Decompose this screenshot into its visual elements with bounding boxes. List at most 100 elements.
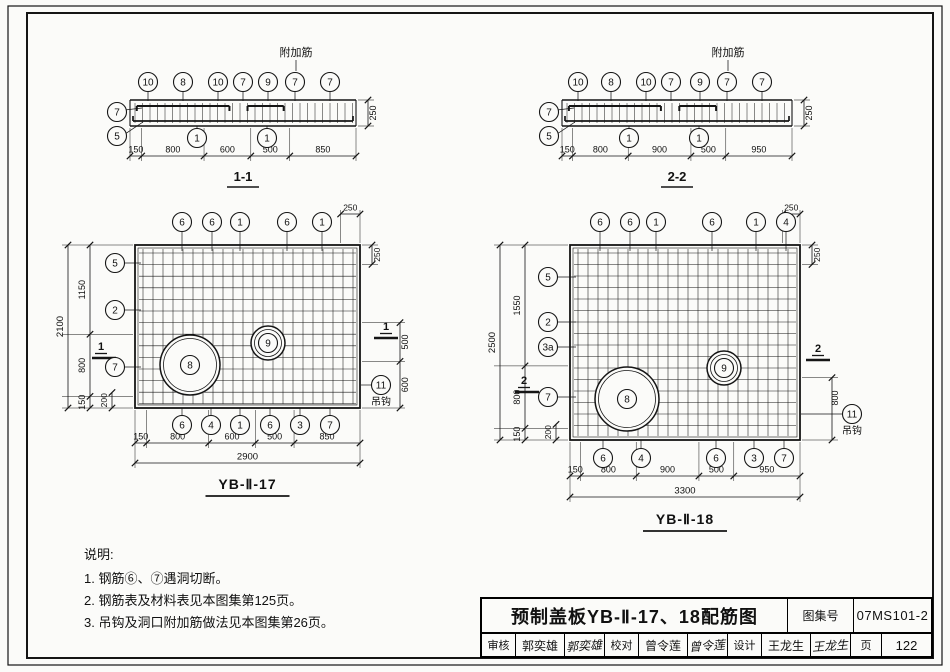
dim-label: 7 [668, 78, 674, 89]
dim-label: 150 [512, 427, 522, 442]
section-title: 1-1 [234, 169, 253, 184]
dim-label: 500 [263, 145, 278, 155]
rebar-callout [171, 211, 193, 233]
rebar-callout [745, 211, 767, 233]
rebar-callout [567, 71, 589, 93]
rebar-callout [106, 125, 128, 147]
dim-label: 7 [724, 78, 730, 89]
dim-label: 8 [608, 78, 614, 89]
dim-label: 800 [512, 390, 522, 405]
dim-label: 6 [709, 218, 715, 229]
hook-callout [370, 374, 392, 396]
dim-label: 7 [327, 78, 333, 89]
dim-label: 150 [128, 145, 143, 155]
rebar-callout [589, 211, 611, 233]
rebar-callout [716, 71, 738, 93]
rebar-callout [104, 299, 126, 321]
rebar-callout [104, 356, 126, 378]
dim-label: 1 [237, 218, 243, 229]
rebar-callout [538, 101, 560, 123]
dim-label: 11 [376, 381, 387, 392]
dim-label: 250 [804, 105, 814, 120]
rebar-callout [660, 71, 682, 93]
rebar-callout [701, 211, 723, 233]
designer-signature: 王龙生 [812, 637, 849, 654]
rebar-callout [257, 71, 279, 93]
rebar-callout [311, 211, 333, 233]
rebar-callout [171, 414, 193, 436]
dim-label: 7 [546, 108, 552, 119]
rebar-callout [284, 71, 306, 93]
rebar-callout [538, 125, 560, 147]
dim-label: 800 [165, 145, 180, 155]
dim-label: 6 [179, 218, 185, 229]
dim-label: 150 [133, 432, 148, 442]
dim-label: 1550 [512, 295, 522, 315]
rebar-callout [600, 71, 622, 93]
section-cut-label: 1 [98, 341, 104, 353]
dim-label: 5 [114, 132, 120, 143]
dim-label: 1 [264, 134, 270, 145]
dim-label: 7 [781, 454, 787, 465]
plan18-outline-inner [572, 247, 798, 438]
rebar-callout [645, 211, 667, 233]
dim-label: 10 [212, 78, 224, 89]
hook-label: 吊钩 [842, 425, 862, 437]
inner-border [26, 12, 934, 659]
dim-label: 6 [713, 454, 719, 465]
dim-label: 250 [784, 203, 798, 213]
dim-label: 8 [187, 361, 193, 372]
dim-label: 2500 [487, 332, 498, 353]
rebar-callout [256, 127, 278, 149]
opening-hole-inner [254, 329, 282, 357]
dim-label: 10 [142, 78, 154, 89]
note-item-2: 2. 钢筋表及材料表见本图集第125页。 [84, 593, 303, 608]
rebar-callout [773, 447, 795, 469]
hook-callout [841, 403, 863, 425]
note-item-1: 1. 钢筋⑥、⑦遇洞切断。 [84, 571, 229, 586]
dim-label: 6 [267, 421, 273, 432]
rebar-callout [630, 447, 652, 469]
dim-label: 6 [179, 421, 185, 432]
rebar-callout [137, 71, 159, 93]
sheet-frame [7, 5, 943, 666]
rebar-callout [751, 71, 773, 93]
rebar-callout [743, 447, 765, 469]
rebar-callout [537, 266, 559, 288]
dim-label: 1 [626, 134, 632, 145]
dim-label: 1 [696, 134, 702, 145]
dim-label: 3300 [674, 486, 695, 497]
dim-label: 7 [545, 393, 551, 404]
dim-label: 200 [99, 393, 109, 407]
plan18-outline [569, 244, 801, 441]
reviewer-name: 郭奕雄 [516, 634, 565, 656]
designer-name: 王龙生 [762, 634, 811, 656]
dim-label: 600 [220, 145, 235, 155]
notes-title: 说明: [84, 547, 114, 562]
rebar-callout [705, 447, 727, 469]
dim-label: 10 [572, 78, 584, 89]
dim-label: 250 [372, 247, 382, 261]
page-no: 122 [895, 637, 918, 653]
dim-label: 200 [543, 425, 553, 439]
opening-hole-inner [710, 354, 738, 382]
rebar-callout [106, 101, 128, 123]
rebar-callout [619, 211, 641, 233]
dim-label: 850 [315, 145, 330, 155]
rebar-callout [688, 127, 710, 149]
dim-label: 6 [597, 218, 603, 229]
plan17-outline-inner [137, 247, 358, 406]
rebar-callout [229, 414, 251, 436]
plan-title: YB-Ⅱ-18 [656, 511, 714, 527]
dim-label: 250 [368, 105, 378, 120]
dim-label: 4 [208, 421, 214, 432]
notes-block: 说明: 1. 钢筋⑥、⑦遇洞切断。 2. 钢筋表及材料表见本图集第125页。 3… [84, 544, 334, 634]
rebar-callout [618, 127, 640, 149]
dim-label: 2 [545, 318, 551, 329]
rebar-callout [537, 386, 559, 408]
dim-label: 1 [194, 134, 200, 145]
reviewer-signature: 郭奕雄 [566, 637, 603, 654]
